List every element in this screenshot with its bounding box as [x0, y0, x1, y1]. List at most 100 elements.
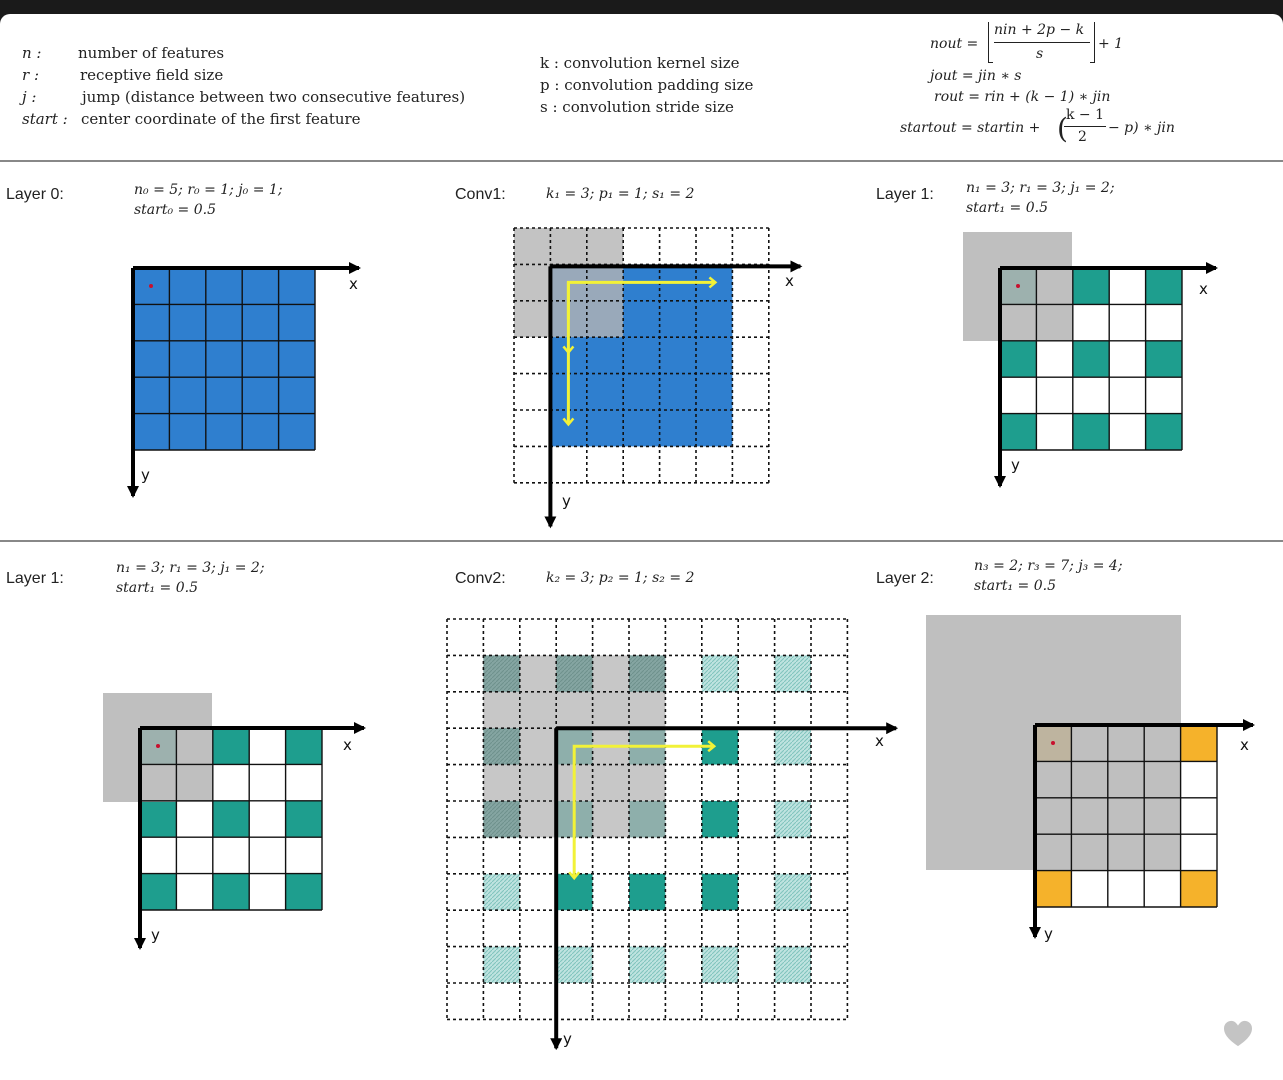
layer1a-cell: [1036, 340, 1073, 378]
layer1b-params: n₁ = 3; r₁ = 3; j₁ = 2;start₁ = 0.5: [116, 560, 265, 596]
formula-start-tail: − p) ∗ jin: [1108, 120, 1175, 136]
divider-top: [0, 160, 1283, 162]
layer1b-cell: [285, 837, 322, 874]
conv2-kernel-feature-cell: [483, 728, 520, 765]
conv1-stride-y-head: [562, 417, 575, 427]
layer1b-cell: [212, 800, 250, 838]
layer1a-label: Layer 1:: [876, 186, 934, 203]
conv1-stride-x-head: [708, 276, 718, 289]
layer1a-cell: [1000, 377, 1037, 414]
conv2-input-cell: [701, 801, 739, 838]
layer2-cell: [1180, 870, 1217, 907]
legend-row-p: p : convolution padding size: [540, 76, 754, 94]
layer1a-cell: [1109, 268, 1146, 305]
formula-start-lhs: startout = startin +: [900, 120, 1041, 136]
layer2-cell: [1180, 761, 1217, 798]
conv1-params: k₁ = 3; p₁ = 1; s₁ = 2: [546, 186, 695, 202]
heart-icon[interactable]: [1223, 1020, 1253, 1048]
legend-row-start: start :center coordinate of the first fe…: [22, 110, 361, 128]
layer1a-cell: [1072, 413, 1110, 450]
formula-n-out-tail: + 1: [1098, 36, 1124, 52]
layer1a-x-axis-label: x: [1199, 280, 1208, 298]
layer2-cell: [1107, 870, 1145, 907]
layer0-y-axis-label: y: [141, 466, 150, 484]
layer1a-cell: [1036, 377, 1073, 414]
layer1a-cell: [1072, 377, 1110, 414]
layer1b-cell: [249, 873, 286, 910]
formula-start-num: k − 1: [1066, 107, 1105, 123]
legend-definitions: n :number of features r :receptive field…: [22, 42, 465, 130]
layer1a-y-axis-label: y: [1011, 456, 1020, 474]
conv2-input-cell: [629, 837, 666, 874]
layer1a-cell: [1000, 340, 1037, 378]
layer1b-cell: [140, 873, 177, 910]
layer1b-cell: [176, 837, 213, 874]
layer2-cell: [1180, 725, 1217, 762]
conv2-stride-path: [572, 744, 715, 879]
conv2-padded-feature-cell: [701, 946, 739, 983]
conv2-padded-feature-cell: [483, 873, 520, 911]
layer1b-cell: [285, 764, 322, 801]
layer2-cell: [1144, 870, 1181, 907]
layer1a-cell: [1109, 413, 1146, 450]
formula-start-fraction-bar: [1064, 126, 1106, 127]
conv2-input-cell: [701, 764, 739, 801]
conv2-x-axis-label: x: [875, 732, 884, 750]
conv2-kernel-feature-cell: [629, 655, 666, 692]
layer2-cell: [1035, 870, 1072, 907]
conv2-kernel-feature-cell: [483, 655, 520, 692]
layer1b-x-axis-label: x: [343, 736, 352, 754]
layer1b-cell: [212, 728, 250, 765]
layer1b-cell: [249, 837, 286, 874]
diagram-frame: n :number of features r :receptive field…: [0, 14, 1283, 1080]
layer1a-cell: [1109, 340, 1146, 378]
layer1b-cell: [140, 800, 177, 838]
formula-floor-bracket-right: [1090, 22, 1095, 63]
conv2-padded-feature-cell: [774, 801, 811, 838]
layer1a-cell: [1145, 268, 1182, 305]
layer1b-y-axis-label: y: [151, 926, 160, 944]
layer1a-cell: [1072, 304, 1110, 341]
conv2-kernel-feature-cell: [483, 801, 520, 838]
conv2-padded-feature-cell: [629, 946, 666, 983]
formula-n-out-den: s: [1036, 46, 1044, 62]
legend-row-j: j :jump (distance between two consecutiv…: [22, 88, 466, 106]
layer1a-cell: [1145, 304, 1182, 341]
layer1b-cell: [285, 728, 322, 765]
conv2-kernel-feature-cell: [556, 655, 593, 692]
formula-r-out: rout = rin + (k − 1) ∗ jin: [934, 89, 1111, 105]
formula-n-out-num: nin + 2p − k: [994, 22, 1085, 38]
layer2-first-feature-dot: [1051, 741, 1055, 745]
conv2-padded-feature-cell: [774, 946, 811, 983]
conv1-label: Conv1:: [455, 186, 506, 203]
conv1-stride-y-mid-head: [562, 345, 575, 355]
layer1b-cell: [212, 764, 250, 801]
conv2-input-cell: [665, 873, 702, 911]
conv1-y-axis-label: y: [562, 492, 571, 510]
conv2-padded-feature-cell: [483, 946, 520, 983]
conv2-label: Conv2:: [455, 570, 506, 587]
layer2-y-axis-label: y: [1044, 925, 1053, 943]
layer1a-cell: [1000, 413, 1037, 450]
conv1-x-axis-label: x: [785, 272, 794, 290]
legend-row-n: n :number of features: [22, 44, 225, 62]
layer0-label: Layer 0:: [6, 186, 64, 203]
conv2-padded-feature-cell: [774, 655, 811, 692]
layer1a-cell: [1036, 413, 1073, 450]
conv2-input-cell: [665, 801, 702, 838]
layer1b-cell: [140, 837, 177, 874]
layer1a-first-feature-dot: [1016, 284, 1020, 288]
conv2-params: k₂ = 3; p₂ = 1; s₂ = 2: [546, 570, 695, 586]
conv2-stride-y-head: [568, 871, 581, 881]
layer0-params: n₀ = 5; r₀ = 1; j₀ = 1;start₀ = 0.5: [134, 182, 283, 218]
conv2-input-cell: [592, 873, 629, 911]
formula-j-out: jout = jin ∗ s: [930, 68, 1022, 84]
conv2-padded-feature-cell: [701, 655, 739, 692]
conv2-input-cell: [629, 873, 666, 911]
layer1b-cell: [176, 873, 213, 910]
conv2-input-cell: [665, 837, 702, 874]
formula-n-out-lhs: nout =: [930, 36, 979, 52]
conv2-y-axis-label: y: [563, 1030, 572, 1048]
layer2-x-axis-label: x: [1240, 736, 1249, 754]
